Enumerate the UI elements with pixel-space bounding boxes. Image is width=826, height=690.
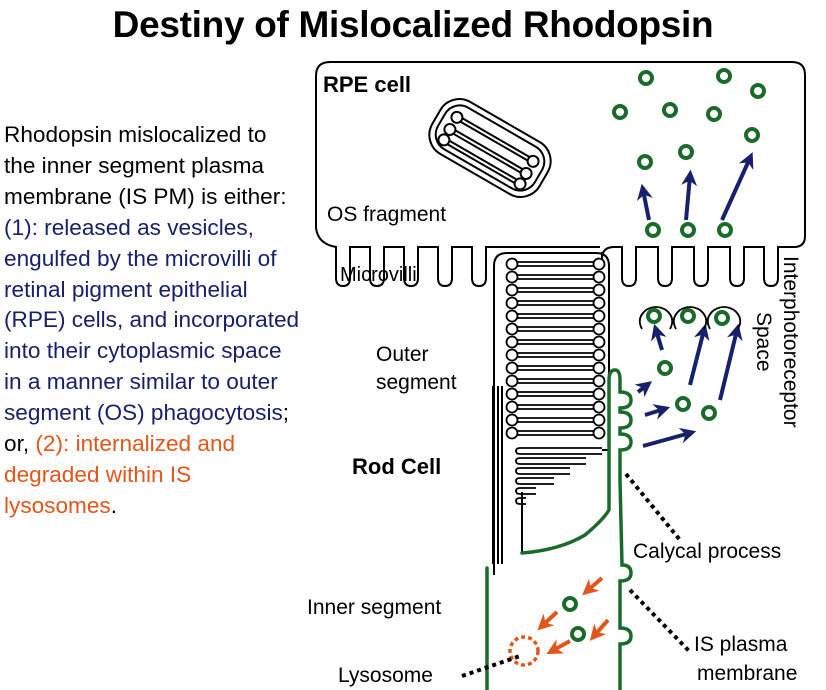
rpe-cell-label: RPE cell <box>323 72 411 97</box>
figure-title: Destiny of Mislocalized Rhodopsin <box>112 4 714 45</box>
nascent-disc <box>515 467 570 475</box>
nascent-disc <box>515 487 536 495</box>
disc-rim <box>592 270 606 284</box>
vesicle <box>716 68 732 84</box>
vesicle <box>680 222 696 238</box>
vesicle <box>570 626 586 642</box>
disc-rim <box>592 283 606 297</box>
description-path1: (1): released as vesicles, engulfed by t… <box>4 214 300 426</box>
description-intro: Rhodopsin mislocalized to the inner segm… <box>4 122 287 209</box>
disc-rim <box>505 374 519 388</box>
vesicle <box>657 360 673 376</box>
microvilli-label: Microvilli <box>340 264 417 286</box>
os-fragment-label: OS fragment <box>327 203 446 226</box>
rod-cell-label: Rod Cell <box>352 454 441 479</box>
vesicle <box>637 154 653 170</box>
vesicle <box>744 127 760 143</box>
vesicle <box>675 396 691 412</box>
interphotoreceptor-space-label-line2: Space <box>752 312 775 372</box>
disc-rim <box>505 400 519 414</box>
description-end: . <box>110 492 118 518</box>
nascent-disc <box>515 457 586 465</box>
os-fragment <box>428 98 552 198</box>
description-text: Rhodopsin mislocalized to the inner segm… <box>4 120 304 522</box>
engulfing-microvilli <box>638 306 742 330</box>
path1-arrows <box>634 152 754 448</box>
rpe-cell: RPE cell OS fragment Microvilli <box>315 61 806 288</box>
disc-rim <box>505 413 519 427</box>
disc-rim <box>592 400 606 414</box>
inner-segment-label: Inner segment <box>307 596 441 619</box>
disc-rim <box>592 426 606 440</box>
disc-rim <box>505 283 519 297</box>
disc-rim <box>592 413 606 427</box>
disc-rim <box>505 322 519 336</box>
nascent-disc <box>515 477 554 485</box>
is-plasma-membrane-label-line2: membrane <box>697 662 797 685</box>
is-plasma-membrane-label-line1: IS plasma <box>694 633 788 656</box>
rod-outer-segment <box>492 252 610 575</box>
path2-arrows <box>537 576 610 655</box>
vesicles <box>562 68 766 642</box>
disc-rim <box>505 309 519 323</box>
lysosome-label: Lysosome <box>338 664 433 687</box>
vesicle <box>612 104 628 120</box>
vesicle <box>646 308 662 324</box>
nascent-discs <box>515 447 602 505</box>
disc-rim <box>505 335 519 349</box>
disc-stack <box>505 257 606 440</box>
description-path2: (2): internalized and degraded within IS… <box>4 431 236 518</box>
disc-rim <box>505 426 519 440</box>
disc-rim <box>592 335 606 349</box>
disc-rim <box>592 348 606 362</box>
outer-segment-label-line2: segment <box>376 371 457 394</box>
disc-rim <box>505 270 519 284</box>
vesicle <box>680 308 696 324</box>
disc-rim <box>592 387 606 401</box>
disc-rim <box>592 374 606 388</box>
disc-rim <box>592 296 606 310</box>
vesicle <box>750 83 766 99</box>
disc-rim <box>505 296 519 310</box>
description-separator: ; or, <box>4 400 290 457</box>
disc-rim <box>505 387 519 401</box>
disc-rim <box>592 322 606 336</box>
outer-segment-label-line1: Outer <box>376 343 429 366</box>
disc-rim <box>592 309 606 323</box>
disc-rim <box>592 361 606 375</box>
calycal-process-label: Calycal process <box>633 540 781 563</box>
interphotoreceptor-space-label-line1: Interphotoreceptor <box>779 256 802 428</box>
vesicle <box>701 405 717 421</box>
vesicle <box>562 596 578 612</box>
nascent-disc <box>515 447 602 455</box>
is-plasma-membrane <box>485 368 633 690</box>
vesicle <box>638 70 654 86</box>
vesicle <box>645 222 661 238</box>
vesicle <box>662 102 678 118</box>
lysosome <box>508 635 540 667</box>
leader-lines <box>461 472 692 678</box>
disc-rim <box>505 361 519 375</box>
vesicle <box>678 144 694 160</box>
vesicle <box>706 106 722 122</box>
disc-rim <box>505 257 519 271</box>
disc-rim <box>592 257 606 271</box>
vesicle <box>714 310 730 326</box>
disc-rim <box>505 348 519 362</box>
nascent-disc <box>515 497 526 505</box>
vesicle <box>717 222 733 238</box>
